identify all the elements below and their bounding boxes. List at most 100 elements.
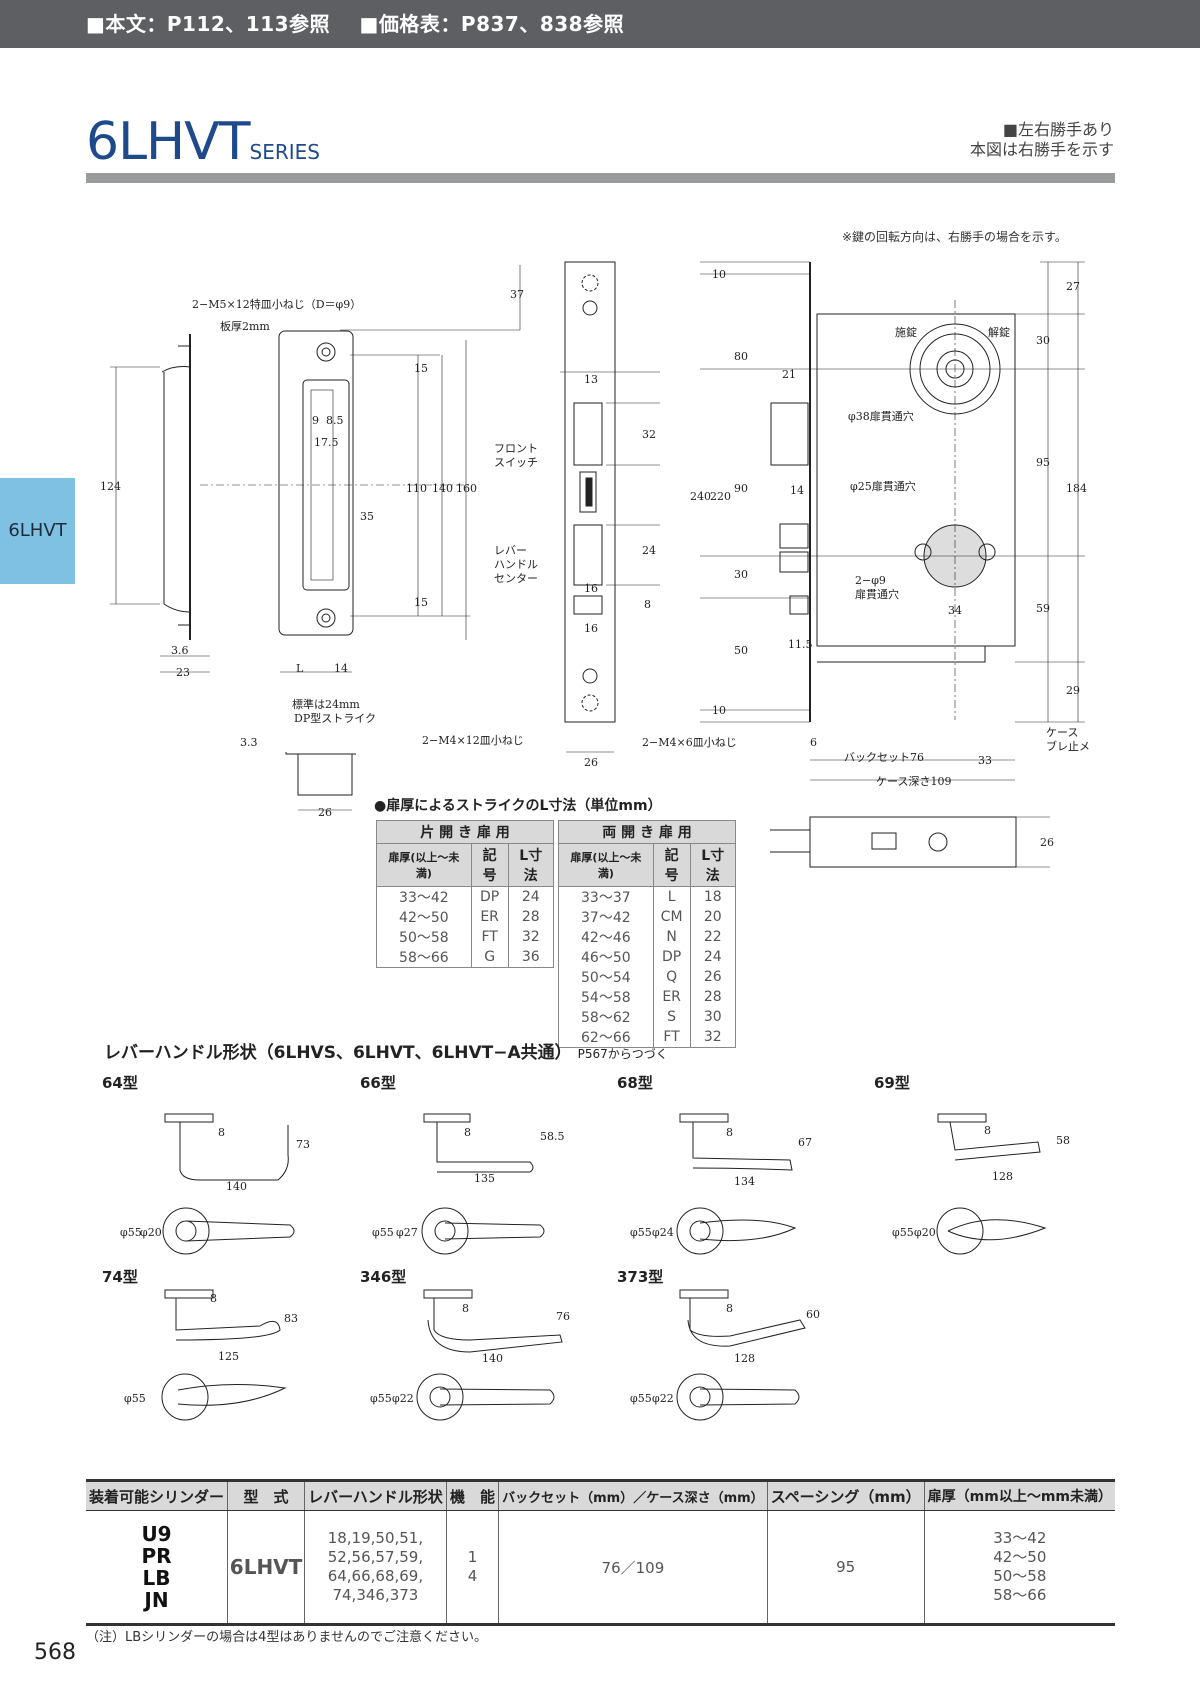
lever-shapes-line: 52,56,57,59,	[327, 1548, 424, 1566]
label-backset: バックセット76	[844, 751, 924, 764]
top-reference-bar: ■本文：P112、113参照 ■価格表：P837、838参照	[0, 0, 1200, 48]
lever-346-height: 76	[556, 1310, 570, 1323]
dim-3-3: 3.3	[240, 736, 258, 749]
lock-body-side-view	[700, 261, 1085, 781]
dim-30b: 30	[1036, 334, 1050, 347]
cell: 24	[689, 947, 737, 967]
lever-373-height: 60	[806, 1308, 820, 1321]
double-header-l: L寸法	[689, 843, 737, 887]
dim-26a: 26	[318, 806, 332, 819]
lever-373-rose: φ55	[630, 1392, 652, 1405]
title-rule	[86, 173, 1115, 183]
cell: 32	[507, 927, 555, 947]
label-front-switch-2: スイッチ	[494, 456, 538, 469]
strike-side-view	[110, 334, 210, 673]
lever-74-s: 8	[210, 1292, 217, 1305]
cell: 24	[507, 886, 555, 907]
hand-note: ■左右勝手あり 本図は右勝手を示す	[970, 120, 1114, 160]
label-locking: 施錠	[895, 325, 917, 339]
lever-74-height: 83	[284, 1312, 298, 1325]
cell: L	[652, 886, 691, 907]
label-case-2: ブレ止メ	[1046, 739, 1090, 753]
side-index-tab[interactable]: 6LHVT	[0, 478, 75, 584]
dim-33b: 33	[978, 754, 992, 767]
label-hole9-1: 2−φ9	[855, 574, 886, 587]
strike-table-title: ●扉厚によるストライクのL寸法（単位mm）	[374, 798, 662, 814]
footnote: （注）LBシリンダーの場合は4型はありませんのでご注意ください。	[86, 1630, 488, 1645]
lever-68-s: 8	[726, 1126, 733, 1139]
dim-26b: 26	[584, 756, 598, 769]
cell: 28	[507, 907, 555, 927]
single-header-thickness: 扉厚(以上〜未満)	[376, 843, 472, 887]
lever-66-s: 8	[464, 1126, 471, 1139]
lever-68-neck: φ24	[652, 1226, 674, 1239]
dim-8-5: 8.5	[326, 414, 344, 427]
spec-functions: 1 4	[445, 1510, 499, 1626]
lever-69-drawing	[936, 1113, 1047, 1255]
label-case-1: ケース	[1046, 726, 1078, 739]
label-screw-top: 2−M5×12特皿小ねじ（D＝φ9）	[192, 297, 361, 311]
dim-160: 160	[456, 482, 477, 495]
cell: N	[652, 927, 691, 947]
cell: FT	[652, 1027, 691, 1048]
cell: 22	[689, 927, 737, 947]
cell: DP	[652, 947, 691, 967]
cell: 33〜42	[376, 886, 472, 907]
cylinder-lb: LB	[142, 1566, 171, 1590]
cell: 42〜46	[558, 927, 654, 947]
spec-table: 装着可能シリンダー 型 式 レバーハンドル形状 機 能 バックセット（mm）／ケ…	[86, 1479, 1115, 1626]
lever-346-drawing	[416, 1289, 563, 1421]
dim-240: 240	[690, 490, 711, 503]
hand-note-line1: ■左右勝手あり	[1002, 120, 1114, 139]
dim-3-6: 3.6	[171, 644, 189, 657]
dim-32: 32	[642, 428, 656, 441]
spec-header-cylinder: 装着可能シリンダー	[86, 1479, 228, 1511]
cell: 50〜58	[376, 927, 472, 947]
lever-type-64: 64型	[102, 1074, 138, 1092]
lever-shapes-line: 18,19,50,51,	[327, 1529, 424, 1547]
spec-cylinders: U9 PR LB JN	[86, 1510, 228, 1626]
thickness-value: 50〜58	[993, 1567, 1047, 1585]
dim-59: 59	[1036, 602, 1050, 615]
cell: 46〜50	[558, 947, 654, 967]
dim-26c: 26	[1040, 836, 1054, 849]
dim-50: 50	[734, 644, 748, 657]
dim-21: 21	[782, 368, 796, 381]
lever-shapes-line: 64,66,68,69,	[327, 1567, 424, 1585]
function-value: 1	[467, 1548, 478, 1566]
lever-68-width: 134	[734, 1175, 755, 1188]
dim-27: 27	[1066, 280, 1080, 293]
cell: 20	[689, 907, 737, 927]
lever-66-width: 135	[474, 1172, 495, 1185]
lever-64-width: 140	[226, 1180, 247, 1193]
cell: 28	[689, 987, 737, 1007]
single-group-header: 片 開 き 扉 用	[376, 820, 554, 844]
lever-373-drawing	[676, 1289, 806, 1421]
cell: FT	[470, 927, 509, 947]
dim-13: 13	[584, 373, 598, 386]
double-group-header: 両 開 き 扉 用	[558, 820, 736, 844]
cell: DP	[470, 886, 509, 907]
lever-66-drawing	[421, 1113, 545, 1255]
cell: 62〜66	[558, 1027, 654, 1048]
lever-346-width: 140	[482, 1352, 503, 1365]
label-unlocking: 解錠	[988, 325, 1010, 339]
cell: CM	[652, 907, 691, 927]
lever-69-s: 8	[984, 1124, 991, 1137]
thickness-value: 42〜50	[993, 1548, 1047, 1566]
cell: 42〜50	[376, 907, 472, 927]
spec-spacing: 95	[766, 1510, 925, 1626]
lock-body-bottom-view	[770, 816, 1050, 868]
lever-373-neck: φ22	[652, 1392, 674, 1405]
price-reference: ■価格表：P837、838参照	[359, 12, 625, 36]
label-plate: 板厚2mm	[220, 319, 270, 333]
lever-66-height: 58.5	[540, 1130, 565, 1143]
spec-header-thickness: 扉厚（mm以上〜mm未満）	[923, 1479, 1115, 1511]
dim-L: L	[296, 662, 304, 675]
cell: 26	[689, 967, 737, 987]
lever-type-68: 68型	[617, 1074, 653, 1092]
